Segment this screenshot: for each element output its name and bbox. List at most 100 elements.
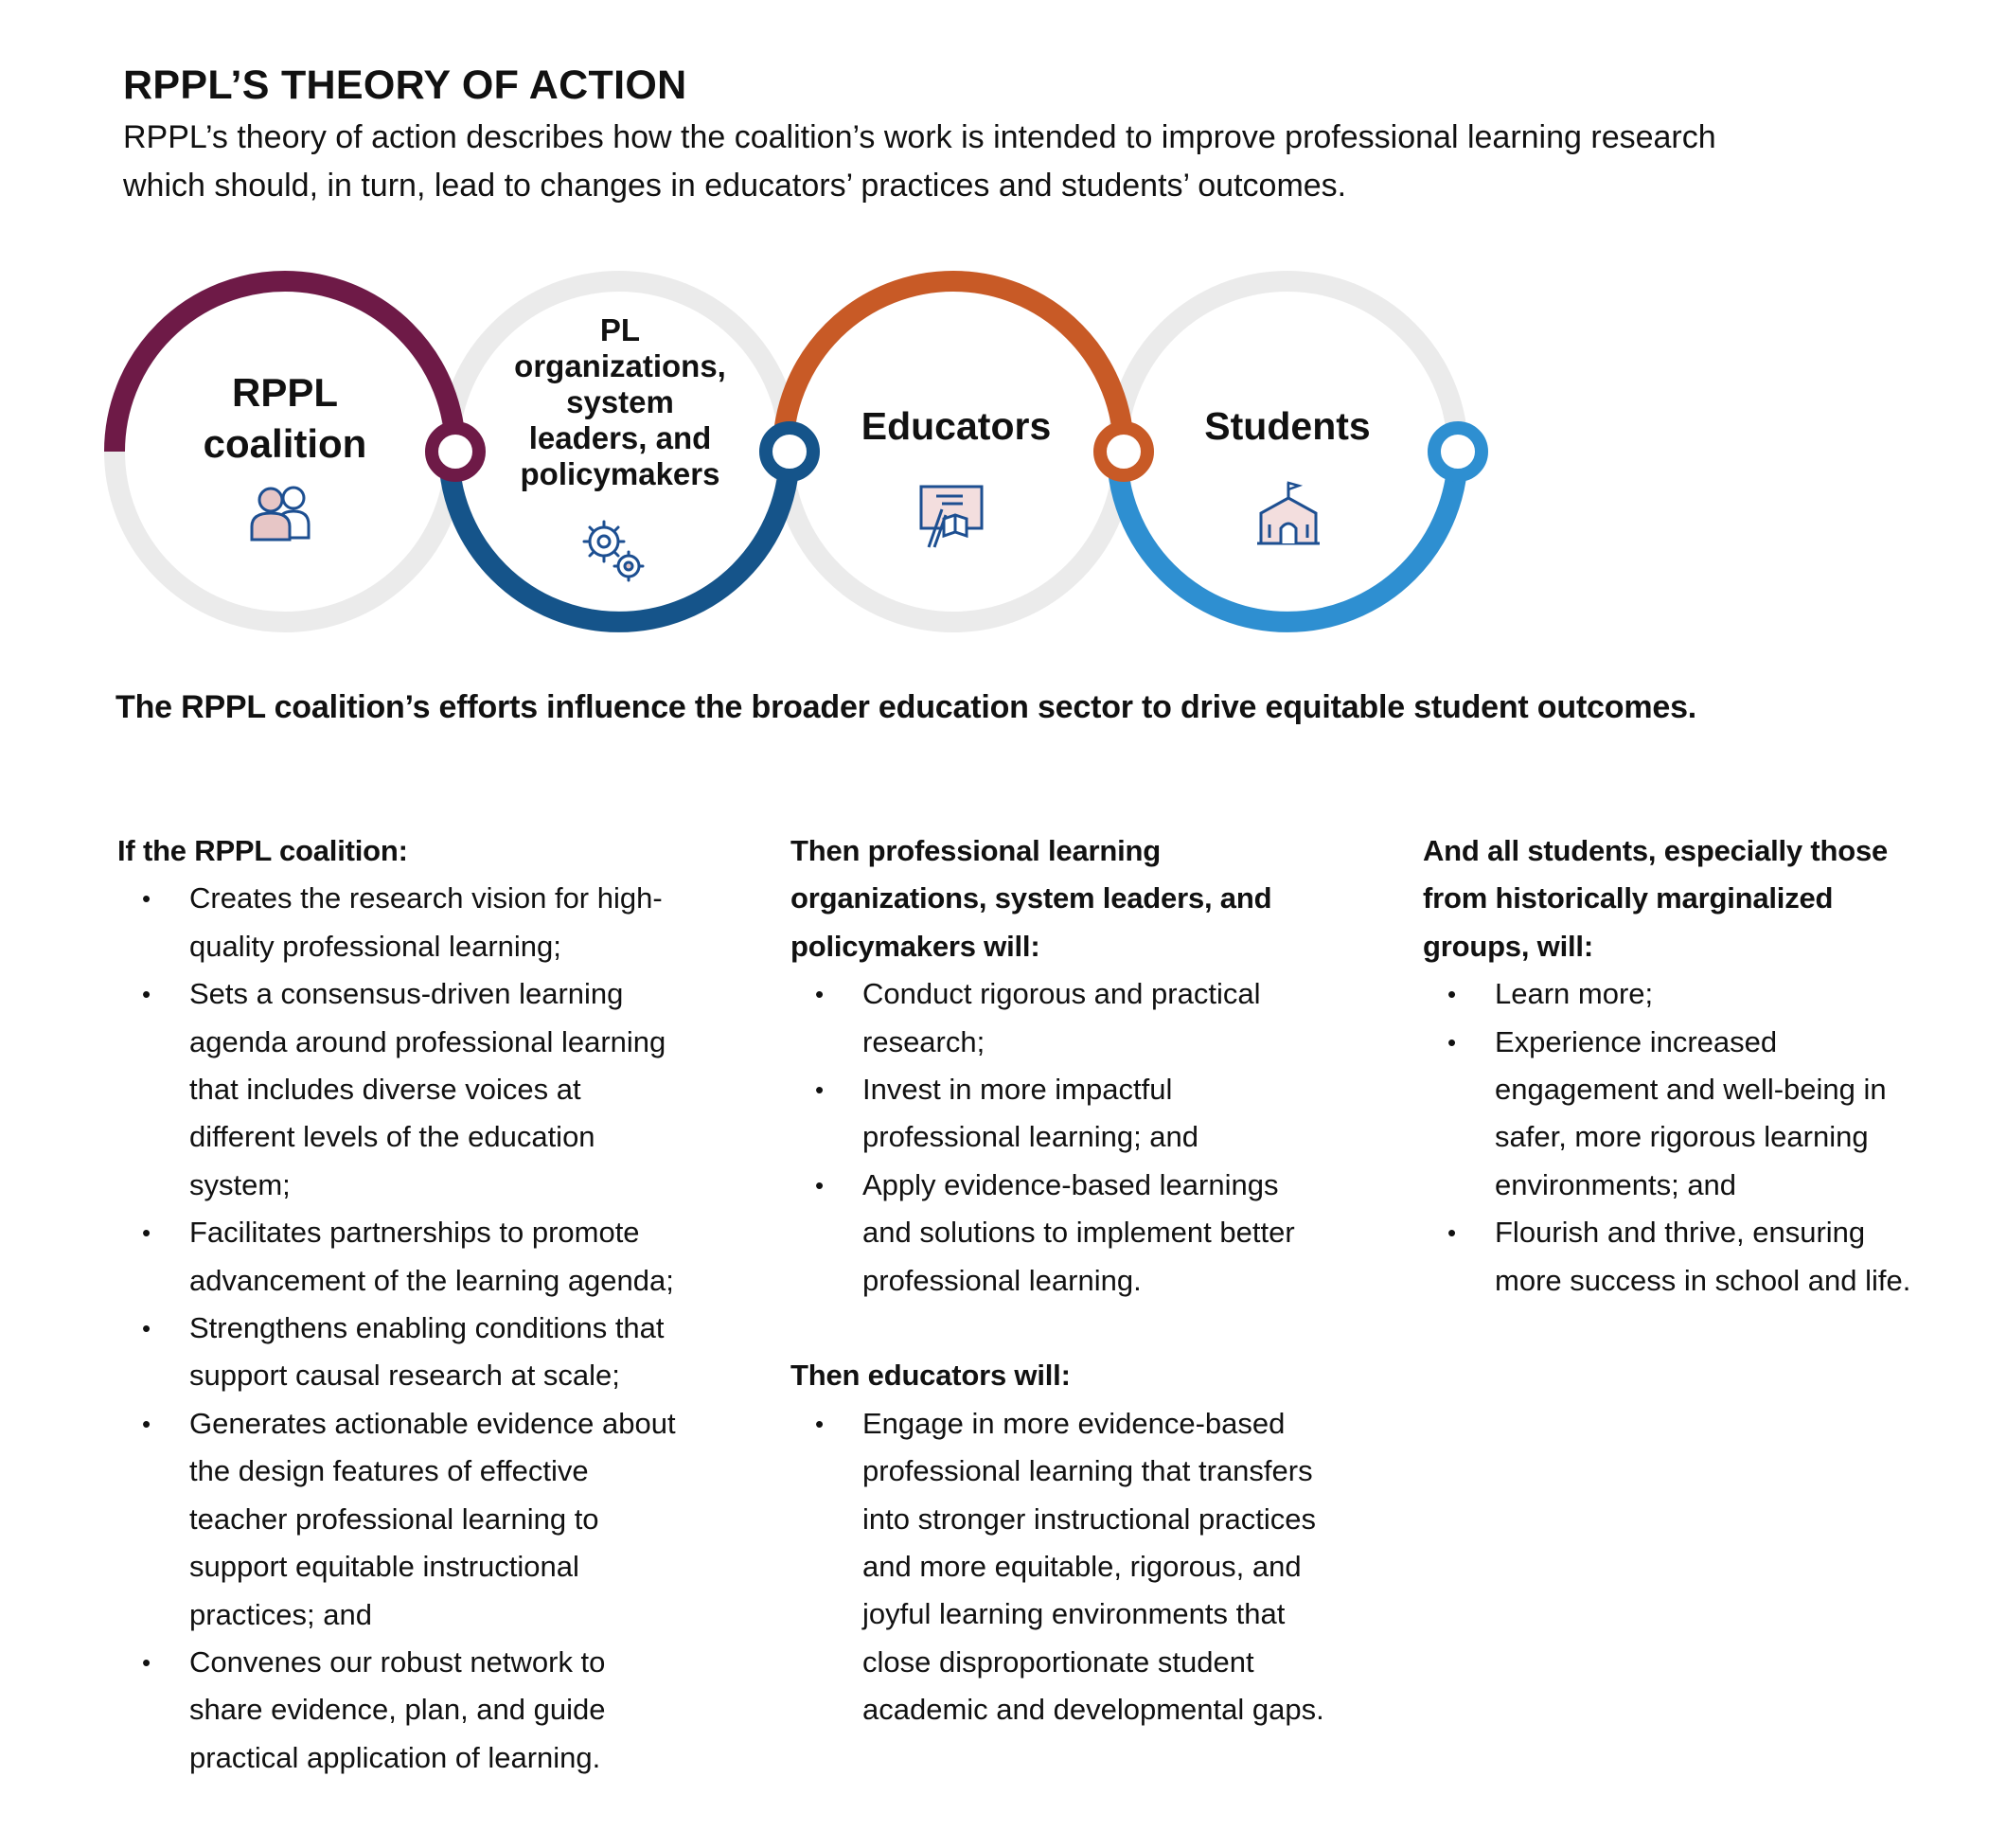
ring-label-rppl: RPPL coalition (176, 367, 394, 470)
teacher-board-icon (919, 485, 984, 548)
list-item-line: professional learning; and (862, 1120, 1199, 1154)
ring-label-line: Students (1204, 404, 1371, 448)
list-item-line: Creates the research vision for high- (189, 881, 663, 915)
list-item-line: teacher professional learning to (189, 1502, 599, 1536)
ring-students-arc (1107, 451, 1468, 632)
list-item-line: research; (862, 1024, 985, 1058)
bullet-list: Conduct rigorous and practical research;… (790, 970, 1377, 1305)
heading-line: And all students, especially those (1423, 834, 1889, 867)
summary-statement: The RPPL coalition’s efforts influence t… (115, 689, 1697, 725)
connector-node-educators (1093, 421, 1154, 482)
bullet-list: Engage in more evidence-based profession… (790, 1400, 1377, 1734)
ring-label-line: leaders, and (528, 420, 712, 455)
list-item: Conduct rigorous and practical research; (790, 970, 1377, 1066)
list-item-line: Conduct rigorous and practical (862, 977, 1261, 1011)
ring-label-line: PL (599, 312, 641, 347)
column-heading: If the RPPL coalition: (117, 834, 408, 867)
list-item-line: close disproportionate student (862, 1644, 1254, 1679)
list-item-line: system; (189, 1167, 291, 1201)
list-item: Sets a consensus-driven learning agenda … (117, 970, 723, 1209)
list-item-line: more success in school and life. (1495, 1263, 1911, 1297)
ring-educators-arc (772, 271, 1134, 453)
column-students: And all students, especially those from … (1423, 827, 1953, 1305)
list-item-line: Sets a consensus-driven learning (189, 977, 624, 1011)
heading-line: policymakers will: (790, 929, 1040, 963)
heading-line: organizations, system leaders, and (790, 881, 1272, 915)
bullet-list: Learn more; Experience increased engagem… (1423, 970, 1953, 1305)
list-item-line: environments; and (1495, 1167, 1737, 1201)
intro-line-1: RPPL’s theory of action describes how th… (123, 119, 1716, 155)
list-item-line: quality professional learning; (189, 929, 561, 963)
list-item-line: academic and developmental gaps. (862, 1693, 1324, 1727)
list-item-line: into stronger instructional practices (862, 1502, 1317, 1536)
ring-label-line: system (566, 384, 674, 419)
list-item: Strengthens enabling conditions that sup… (117, 1305, 723, 1400)
heading-line: from historically marginalized (1423, 881, 1834, 915)
list-item-line: professional learning that transfers (862, 1454, 1313, 1488)
list-item: Apply evidence-based learnings and solut… (790, 1162, 1377, 1305)
list-item-line: joyful learning environments that (862, 1597, 1286, 1631)
list-item-line: Apply evidence-based learnings (862, 1167, 1279, 1201)
list-item: Learn more; (1423, 970, 1953, 1019)
list-item: Creates the research vision for high- qu… (117, 875, 723, 970)
list-item-line: Strengthens enabling conditions that (189, 1311, 665, 1345)
list-item: Convenes our robust network to share evi… (117, 1639, 723, 1782)
list-item: Invest in more impactful professional le… (790, 1066, 1377, 1162)
list-item-line: Generates actionable evidence about (189, 1406, 676, 1440)
list-item-line: agenda around professional learning (189, 1024, 666, 1058)
column-heading: Then professional learning organizations… (790, 827, 1377, 970)
list-item-line: engagement and well-being in (1495, 1073, 1887, 1107)
list-item-line: professional learning. (862, 1263, 1142, 1297)
list-item-line: advancement of the learning agenda; (189, 1263, 674, 1297)
list-item: Flourish and thrive, ensuring more succe… (1423, 1209, 1953, 1305)
ring-rppl-arc (104, 271, 466, 453)
bullet-list: Creates the research vision for high- qu… (117, 875, 723, 1782)
ring-label-pl-organizations: PL organizations, system leaders, and po… (492, 312, 748, 492)
theory-rings-diagram (104, 271, 1488, 632)
connector-node-students (1428, 421, 1488, 482)
gears-icon (582, 520, 645, 582)
connector-node-pl (759, 421, 820, 482)
list-item-line: and more equitable, rigorous, and (862, 1550, 1302, 1584)
list-item-line: and solutions to implement better (862, 1216, 1295, 1250)
list-item: Engage in more evidence-based profession… (790, 1400, 1377, 1734)
list-item-line: Learn more; (1495, 977, 1654, 1011)
heading-line: groups, will: (1423, 929, 1593, 963)
list-item-line: practices; and (189, 1597, 372, 1631)
column-heading: Then educators will: (790, 1359, 1071, 1393)
page-title: RPPL’S THEORY OF ACTION (123, 62, 687, 108)
list-item-line: support causal research at scale; (189, 1359, 620, 1393)
list-item-line: support equitable instructional (189, 1550, 579, 1584)
column-heading: And all students, especially those from … (1423, 827, 1953, 970)
list-item-line: Invest in more impactful (862, 1073, 1173, 1107)
list-item: Generates actionable evidence about the … (117, 1400, 723, 1639)
intro-paragraph: RPPL’s theory of action describes how th… (123, 114, 1884, 210)
ring-label-line: policymakers (520, 456, 720, 491)
list-item: Facilitates partnerships to promote adva… (117, 1209, 723, 1305)
list-item-line: Experience increased (1495, 1024, 1778, 1058)
ring-pl-arc (438, 451, 800, 632)
people-icon (250, 486, 311, 542)
list-item-line: share evidence, plan, and guide (189, 1693, 606, 1727)
connector-node-rppl (425, 421, 486, 482)
list-item-line: the design features of effective (189, 1454, 589, 1488)
ring-label-line: coalition (203, 421, 367, 466)
list-item: Experience increased engagement and well… (1423, 1019, 1953, 1210)
list-item-line: safer, more rigorous learning (1495, 1120, 1869, 1154)
ring-label-line: RPPL (231, 370, 338, 415)
list-item-line: practical application of learning. (189, 1740, 601, 1774)
list-item-line: Flourish and thrive, ensuring (1495, 1216, 1866, 1250)
ring-label-students: Students (1174, 402, 1401, 450)
intro-line-2: which should, in turn, lead to changes i… (123, 168, 1347, 204)
ring-label-line: organizations, (514, 348, 726, 383)
list-item-line: Facilitates partnerships to promote (189, 1216, 640, 1250)
schoolhouse-icon (1257, 481, 1320, 545)
heading-line: Then professional learning (790, 834, 1161, 867)
column-rppl-coalition: If the RPPL coalition: Creates the resea… (117, 827, 723, 1782)
column-organizations-and-educators: Then professional learning organizations… (790, 827, 1377, 1734)
ring-label-educators: Educators (843, 402, 1070, 450)
list-item-line: Engage in more evidence-based (862, 1406, 1286, 1440)
list-item-line: Convenes our robust network to (189, 1644, 606, 1679)
list-item-line: different levels of the education (189, 1120, 595, 1154)
list-item-line: that includes diverse voices at (189, 1073, 581, 1107)
